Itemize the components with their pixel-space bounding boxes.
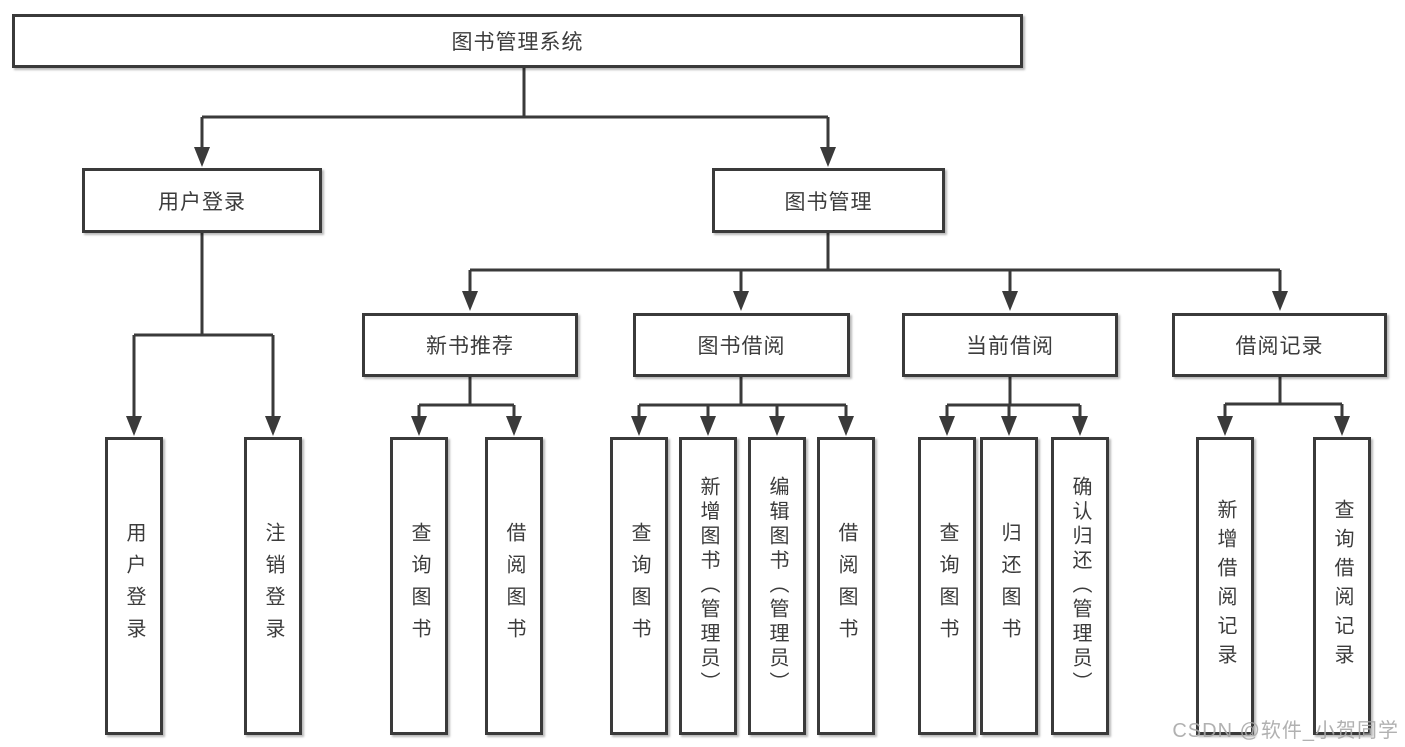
leaf-query-borrow-record: 查询借阅记录 [1313, 437, 1371, 735]
leaf-user-login: 用户登录 [105, 437, 163, 735]
node-label: 用户登录 [158, 190, 246, 214]
connector-book-management-children [462, 233, 1288, 311]
leaf-label: 编辑图书（管理员） [766, 476, 788, 696]
leaf-label: 借阅图书 [503, 522, 525, 650]
leaf-label: 查询借阅记录 [1331, 499, 1353, 673]
csdn-watermark: CSDN @软件_小贺同学 [1172, 720, 1399, 742]
node-borrowing-records: 借阅记录 [1172, 313, 1387, 377]
leaf-label: 确认归还（管理员） [1069, 476, 1091, 696]
node-label: 新书推荐 [426, 335, 514, 358]
leaf-label: 归还图书 [998, 522, 1020, 650]
leaf-borrow-books-newbooks: 借阅图书 [485, 437, 543, 735]
connector-new-books-children [411, 377, 522, 436]
connector-borrowing-records-children [1217, 377, 1350, 436]
leaf-label: 查询图书 [628, 522, 650, 650]
connector-current-borrowing-children [939, 377, 1088, 436]
node-label: 图书管理系统 [451, 31, 584, 54]
connector-root-to-level2 [194, 68, 836, 167]
leaf-label: 查询图书 [408, 522, 430, 650]
node-library-management-system: 图书管理系统 [12, 14, 1023, 68]
leaf-query-books-newbooks: 查询图书 [390, 437, 448, 735]
node-new-book-recommendation: 新书推荐 [362, 313, 578, 377]
leaf-label: 借阅图书 [835, 522, 857, 650]
node-label: 图书管理 [784, 190, 873, 214]
leaf-edit-books-admin: 编辑图书（管理员） [748, 437, 806, 735]
leaf-label: 新增图书（管理员） [697, 476, 719, 696]
leaf-label: 注销登录 [262, 522, 284, 650]
leaf-label: 查询图书 [936, 522, 958, 650]
node-label: 图书借阅 [697, 335, 786, 358]
leaf-logout: 注销登录 [244, 437, 302, 735]
leaf-add-books-admin: 新增图书（管理员） [679, 437, 737, 735]
leaf-label: 新增借阅记录 [1214, 499, 1236, 673]
leaf-label: 用户登录 [123, 522, 145, 650]
node-label: 当前借阅 [966, 335, 1054, 358]
node-user-login: 用户登录 [82, 168, 322, 233]
leaf-return-books: 归还图书 [980, 437, 1038, 735]
leaf-add-borrow-record: 新增借阅记录 [1196, 437, 1254, 735]
connector-user-login-children [126, 233, 281, 436]
leaf-borrow-books-borrowing: 借阅图书 [817, 437, 875, 735]
connector-book-borrowing-children [631, 377, 854, 436]
leaf-confirm-return-admin: 确认归还（管理员） [1051, 437, 1109, 735]
leaf-query-books-borrowing: 查询图书 [610, 437, 668, 735]
node-label: 借阅记录 [1235, 335, 1324, 358]
node-book-management: 图书管理 [712, 168, 945, 233]
node-book-borrowing: 图书借阅 [633, 313, 850, 377]
node-current-borrowing: 当前借阅 [902, 313, 1118, 377]
leaf-query-books-current: 查询图书 [918, 437, 976, 735]
